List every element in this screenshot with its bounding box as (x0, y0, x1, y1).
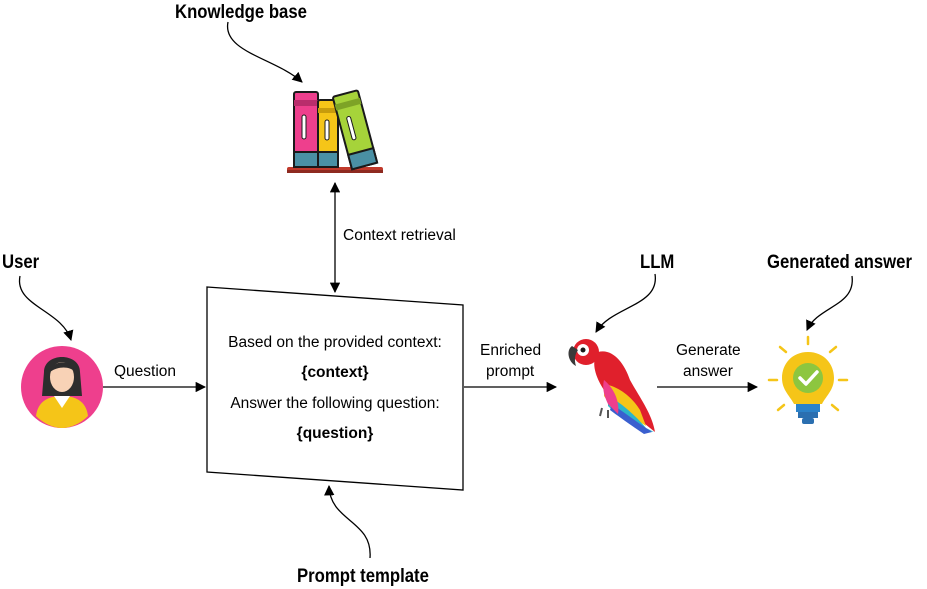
enriched-prompt-label-line1: Enriched (480, 342, 542, 359)
knowledge-base-callout-arrow (227, 21, 303, 83)
generate-answer-label-line2: answer (683, 363, 733, 380)
generated-answer-label: Generated answer (767, 252, 912, 273)
generated-answer-callout-arrow (806, 275, 853, 331)
user-label: User (2, 252, 40, 273)
llm-label: LLM (640, 252, 675, 273)
books-icon (287, 89, 383, 173)
context-retrieval-label: Context retrieval (343, 227, 456, 244)
question-label: Question (114, 363, 177, 380)
template-line-question-intro: Answer the following question: (230, 395, 440, 412)
llm-callout-arrow (595, 273, 656, 333)
prompt-template-label: Prompt template (297, 566, 429, 587)
user-callout-arrow (18, 275, 74, 341)
enriched-prompt-label-line2: prompt (486, 363, 535, 380)
user-avatar-icon (21, 346, 103, 428)
lightbulb-check-icon (767, 335, 849, 424)
prompt-template-callout-arrow (324, 484, 371, 559)
template-question-placeholder: {question} (296, 425, 374, 442)
prompt-template-box (206, 286, 464, 491)
knowledge-base-label: Knowledge base (175, 2, 307, 23)
template-line-context-intro: Based on the provided context: (228, 334, 442, 351)
parrot-icon (568, 339, 655, 434)
template-context-placeholder: {context} (301, 364, 369, 381)
generate-answer-label-line1: Generate (676, 342, 741, 359)
